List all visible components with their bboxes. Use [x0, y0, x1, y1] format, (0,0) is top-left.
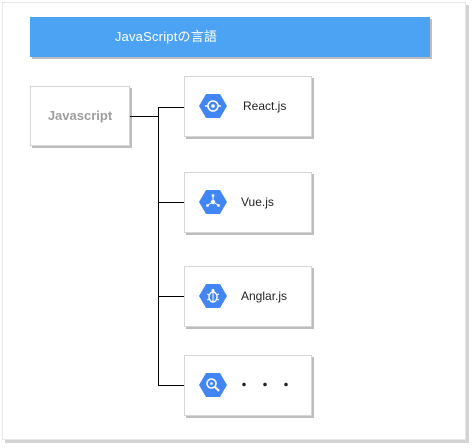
- root-node-label: Javascript: [47, 108, 113, 123]
- node-react-label: React.js: [243, 99, 287, 113]
- diagram-title: JavaScriptの言語: [114, 29, 218, 44]
- connector-branch-react: [158, 107, 185, 108]
- network-hexagon-icon: [199, 190, 227, 214]
- node-more: ・・・: [184, 355, 312, 416]
- node-react: React.js: [184, 76, 312, 137]
- node-angular: Anglar.js: [184, 266, 312, 327]
- node-angular-label: Anglar.js: [241, 289, 288, 303]
- node-vue: Vue.js: [184, 172, 312, 233]
- node-more-label: ・・・: [237, 377, 300, 393]
- connector-branch-angular: [158, 296, 185, 297]
- target-hexagon-icon: [199, 94, 227, 118]
- connector-branch-vue: [158, 202, 185, 203]
- node-vue-label: Vue.js: [241, 195, 274, 209]
- search-hexagon-icon: [199, 373, 227, 397]
- connector-trunk: [158, 107, 159, 385]
- connector-branch-more: [158, 385, 185, 386]
- connector-root-horizontal: [130, 116, 158, 117]
- title-banner: JavaScriptの言語: [30, 17, 430, 57]
- root-node: Javascript: [30, 86, 130, 146]
- bug-hexagon-icon: [199, 284, 227, 308]
